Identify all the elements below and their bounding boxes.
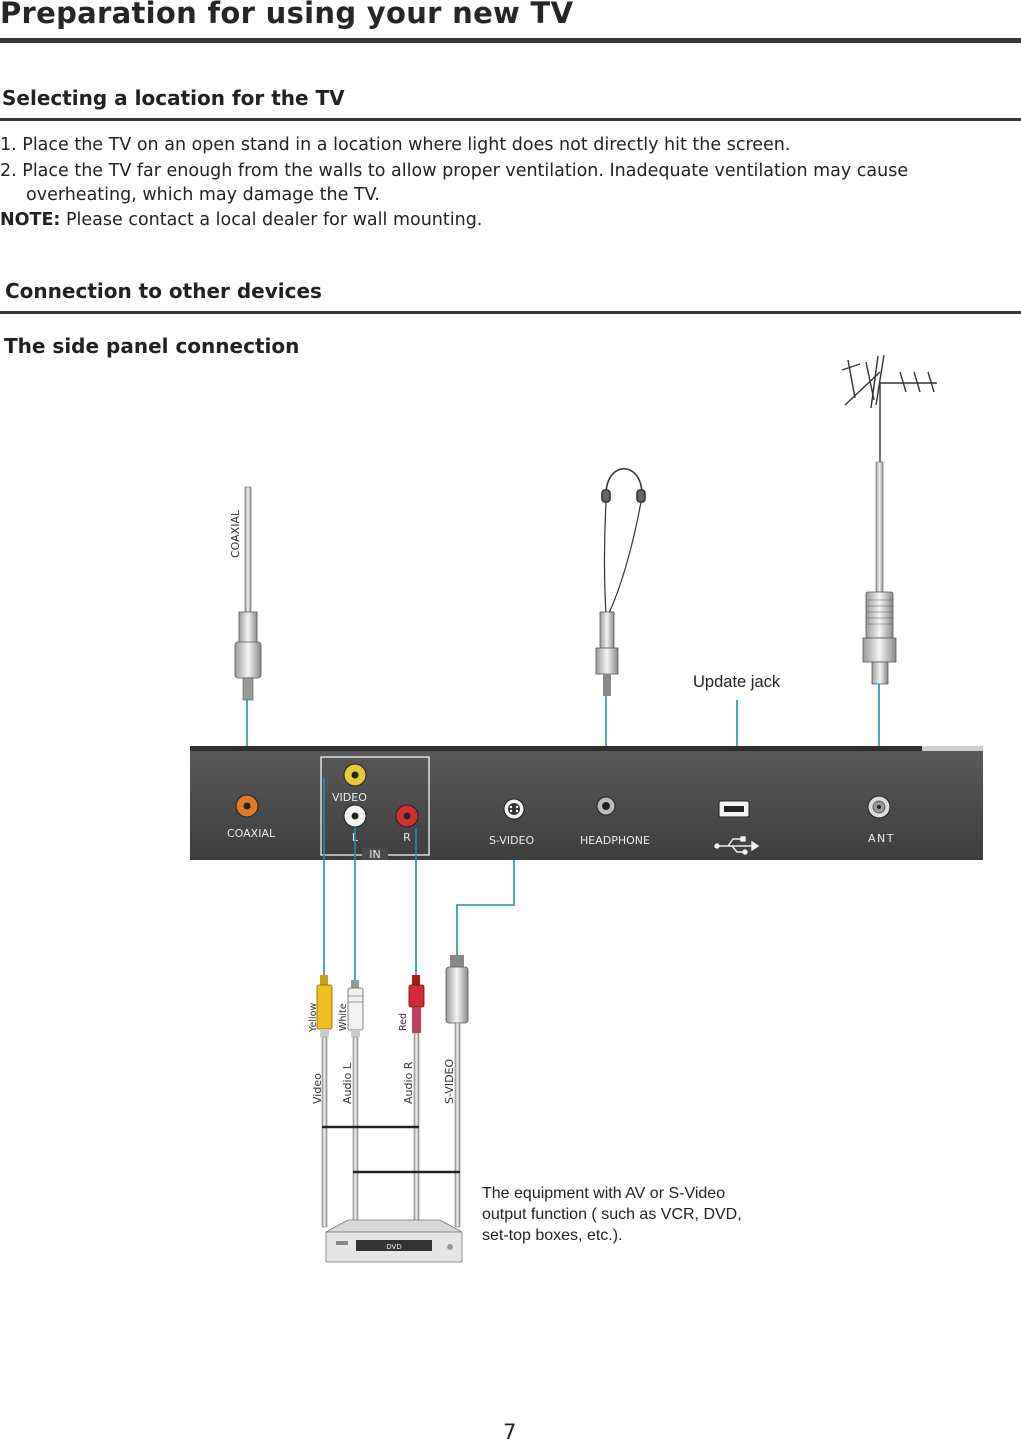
connection-diagram: COAXIAL COAXIAL IN VIDEO L R <box>190 354 983 1263</box>
av-cables <box>321 1022 461 1228</box>
ant-port <box>867 795 891 819</box>
equipment-caption-line: set-top boxes, etc.). <box>482 1227 623 1244</box>
leader-lines-bottom <box>323 778 515 983</box>
white-plug-label: White <box>338 1003 349 1031</box>
audio-l-port <box>343 804 367 828</box>
white-audio-l-plug <box>347 980 364 1037</box>
note-text: Please contact a local dealer for wall m… <box>60 210 483 230</box>
side-panel-subheading: The side panel connection <box>4 334 300 358</box>
tv-side-panel <box>190 746 983 860</box>
headphone-plug <box>595 611 619 696</box>
location-rule <box>0 118 1021 121</box>
coaxial-cable-label: COAXIAL <box>229 509 242 558</box>
svideo-plug <box>445 955 469 1024</box>
dvd-player-icon <box>325 1219 463 1263</box>
equipment-caption-line: The equipment with AV or S-Video <box>482 1185 726 1202</box>
yellow-video-plug <box>316 975 333 1037</box>
in-label: IN <box>369 848 380 861</box>
antenna-icon <box>841 354 937 465</box>
coaxial-port <box>235 794 259 818</box>
update-jack-label: Update jack <box>693 673 781 691</box>
coaxial-cable <box>234 486 262 701</box>
in-gap <box>362 848 388 860</box>
dvd-label: DVD <box>386 1243 401 1251</box>
audio-r-port <box>395 804 419 828</box>
usb-port <box>718 800 750 818</box>
red-audio-r-plug <box>408 975 425 1033</box>
headphone-port <box>596 796 616 816</box>
video-cable-label: Video <box>311 1073 324 1104</box>
svideo-cable-label: S-VIDEO <box>443 1059 456 1104</box>
svideo-port <box>503 798 525 820</box>
audio-r-port-label: R <box>403 831 411 844</box>
yellow-plug-label: Yellow <box>308 1003 319 1033</box>
title-rule <box>0 38 1021 43</box>
headphone-port-label: HEADPHONE <box>580 834 650 847</box>
coaxial-port-label: COAXIAL <box>227 827 276 840</box>
ant-port-label: ANT <box>868 832 895 845</box>
page-number: 7 <box>503 1420 517 1444</box>
headphone-icon <box>601 468 646 616</box>
location-item-2: 2. Place the TV far enough from the wall… <box>0 161 909 181</box>
video-port <box>343 763 367 787</box>
location-heading: Selecting a location for the TV <box>2 86 345 110</box>
connection-rule <box>0 311 1021 314</box>
antenna-cable <box>862 461 897 685</box>
note-line: NOTE: Please contact a local dealer for … <box>0 210 482 230</box>
audio-l-cable-label: Audio L <box>341 1062 354 1104</box>
note-label: NOTE: <box>0 210 61 230</box>
usb-icon <box>714 836 760 855</box>
page-title: Preparation for using your new TV <box>0 0 574 30</box>
connection-heading: Connection to other devices <box>5 279 322 303</box>
location-item-1: 1. Place the TV on an open stand in a lo… <box>0 135 791 155</box>
equipment-caption-line: output function ( such as VCR, DVD, <box>482 1206 742 1223</box>
audio-r-cable-label: Audio R <box>402 1061 415 1104</box>
svideo-port-label: S-VIDEO <box>489 834 534 847</box>
location-item-2-cont: overheating, which may damage the TV. <box>26 185 380 205</box>
video-port-label: VIDEO <box>332 791 367 804</box>
red-plug-label: Red <box>398 1013 409 1031</box>
equipment-caption: The equipment with AV or S-Video output … <box>482 1183 782 1246</box>
